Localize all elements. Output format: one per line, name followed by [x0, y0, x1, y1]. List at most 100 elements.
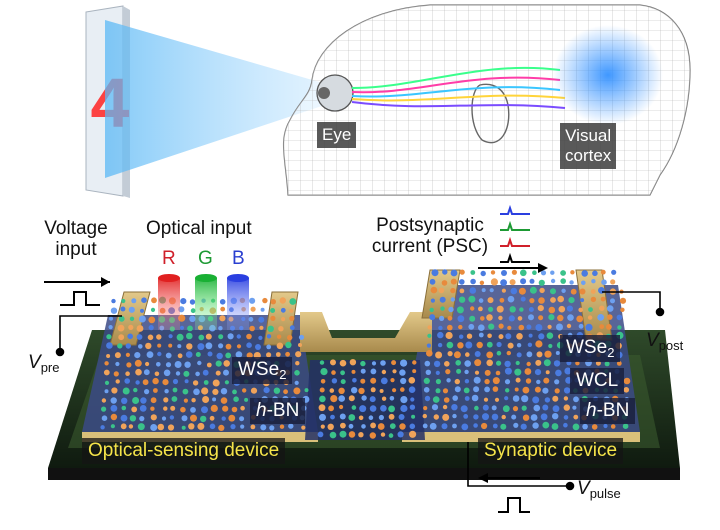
right-hbn-prefix: h: [586, 400, 597, 421]
atom: [399, 369, 406, 376]
atom: [319, 387, 325, 393]
atom: [450, 278, 457, 285]
atom: [381, 369, 387, 375]
atom: [121, 405, 127, 411]
atom: [592, 270, 598, 277]
atom: [197, 422, 205, 430]
light-cone: [105, 20, 340, 178]
atom: [153, 388, 158, 393]
atom: [496, 305, 504, 313]
atom: [242, 388, 247, 393]
atom: [476, 341, 483, 349]
atom: [227, 333, 234, 340]
atom: [400, 404, 408, 413]
atom: [100, 425, 105, 430]
atom: [433, 414, 439, 420]
atom: [435, 378, 441, 385]
atom: [262, 297, 268, 304]
atom: [542, 421, 550, 429]
atom: [118, 334, 125, 341]
atom: [456, 306, 464, 314]
atom: [573, 414, 579, 420]
atom: [200, 415, 207, 423]
atom: [474, 351, 481, 357]
atom: [548, 343, 553, 349]
atom: [381, 396, 387, 401]
atom: [275, 352, 281, 357]
atom: [348, 414, 356, 421]
atom: [240, 405, 245, 411]
atom: [340, 379, 346, 385]
atom: [219, 299, 226, 305]
atom: [454, 386, 461, 393]
atom: [533, 404, 541, 412]
atom: [220, 388, 228, 395]
atom: [481, 422, 488, 430]
atom: [145, 361, 150, 367]
atom: [469, 287, 477, 294]
atom: [501, 270, 507, 276]
atom: [177, 353, 183, 359]
atom: [547, 324, 552, 329]
atom: [143, 369, 150, 376]
atom: [193, 388, 200, 396]
atom: [519, 307, 524, 312]
atom: [437, 331, 444, 339]
atom: [491, 405, 497, 411]
atom: [409, 404, 416, 410]
atom: [249, 297, 256, 304]
atom: [348, 395, 355, 402]
rgb-r-label: R: [162, 248, 176, 269]
atom: [427, 333, 432, 338]
atom: [163, 397, 169, 403]
atom: [351, 369, 356, 374]
atom: [150, 307, 156, 312]
atom: [570, 270, 575, 275]
voltage-input-label: Voltage input: [36, 218, 116, 260]
atom: [270, 299, 276, 305]
atom: [380, 432, 386, 437]
atom: [317, 431, 324, 438]
atom: [266, 344, 272, 350]
atom: [163, 369, 171, 377]
atom: [563, 415, 569, 420]
atom: [122, 387, 130, 395]
atom: [348, 423, 354, 429]
atom: [391, 360, 397, 366]
optic-fibers: [351, 66, 566, 109]
atom: [409, 423, 416, 430]
atom: [148, 325, 154, 331]
atom: [129, 415, 137, 422]
atom: [623, 377, 631, 385]
voltage-input-line1: Voltage: [44, 218, 108, 239]
atom: [620, 307, 625, 312]
atom: [137, 423, 145, 431]
atom: [528, 333, 533, 338]
atom: [487, 333, 492, 339]
atom: [489, 288, 494, 293]
atom: [101, 415, 108, 422]
atom: [289, 325, 295, 331]
atom: [390, 378, 395, 383]
rgb-beams: [158, 274, 249, 330]
atom: [139, 416, 145, 422]
atom: [389, 396, 395, 401]
atom: [298, 343, 302, 347]
atom: [424, 395, 431, 402]
atom: [479, 280, 485, 285]
atom: [368, 415, 374, 421]
atom: [570, 288, 577, 295]
atom: [351, 405, 357, 410]
atom: [110, 307, 118, 314]
atom: [438, 287, 445, 294]
atom: [425, 369, 431, 375]
atom: [511, 269, 517, 275]
atom: [330, 414, 335, 420]
atom: [524, 368, 532, 375]
atom: [236, 344, 242, 349]
atom: [623, 387, 630, 393]
atom: [573, 396, 579, 403]
atom: [501, 414, 506, 420]
atom: [507, 295, 515, 303]
atom: [534, 386, 541, 393]
